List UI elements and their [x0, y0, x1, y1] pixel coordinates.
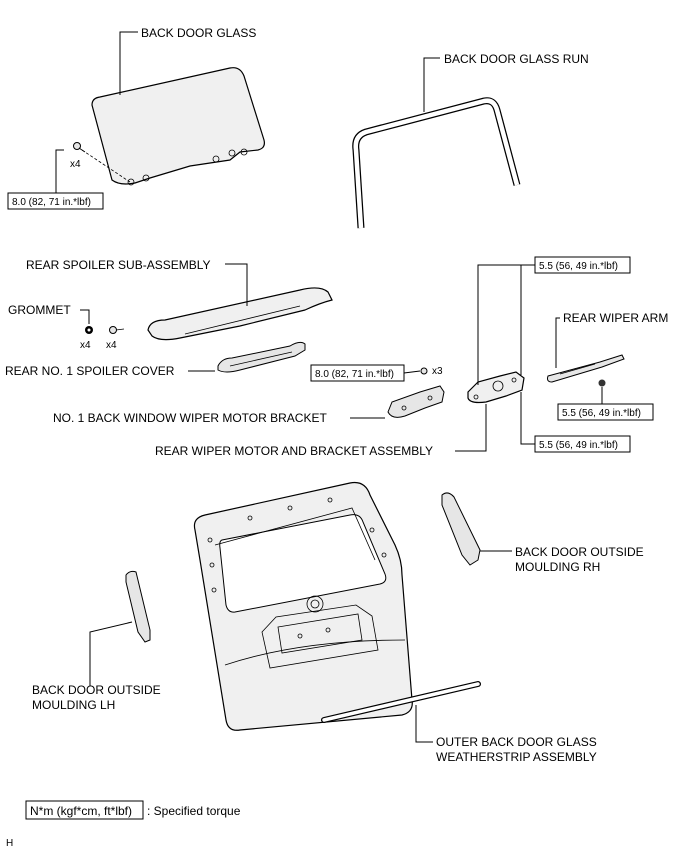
label-rear-wiper-arm: REAR WIPER ARM — [563, 311, 668, 325]
back-door-glass-part — [91, 67, 265, 186]
label-back-door-glass-run: BACK DOOR GLASS RUN — [444, 52, 589, 66]
label-back-door-outside-moulding-lh-2: MOULDING LH — [32, 698, 115, 712]
bracket-bolt-icon — [420, 367, 428, 375]
legend-description: : Specified torque — [147, 804, 241, 818]
rear-wiper-arm-part — [547, 354, 625, 383]
back-door-panel-part — [193, 481, 413, 731]
label-no1-back-window-wiper-motor-bracket: NO. 1 BACK WINDOW WIPER MOTOR BRACKET — [53, 411, 327, 425]
outer-weatherstrip-part — [321, 681, 481, 723]
grommet-icon — [85, 326, 93, 334]
back-door-glass-run-part — [352, 97, 521, 229]
legend-torque-unit: N*m (kgf*cm, ft*lbf) — [30, 804, 132, 818]
label-back-door-outside-moulding-rh-2: MOULDING RH — [515, 560, 600, 574]
wiper-motor-bracket-part — [387, 385, 445, 418]
torque-wiper-arm-nut: 5.5 (56, 49 in.*lbf) — [562, 408, 641, 419]
label-rear-spoiler: REAR SPOILER SUB-ASSEMBLY — [26, 258, 211, 272]
wiper-arm-nut-icon — [598, 379, 606, 387]
qty-bracket-bolts: x3 — [432, 366, 443, 377]
rear-spoiler-part — [147, 287, 333, 341]
label-rear-wiper-motor-bracket-assembly: REAR WIPER MOTOR AND BRACKET ASSEMBLY — [155, 444, 433, 458]
torque-glass-bolt: 8.0 (82, 71 in.*lbf) — [12, 197, 91, 208]
label-grommet: GROMMET — [8, 303, 71, 317]
label-rear-no1-spoiler-cover: REAR NO. 1 SPOILER COVER — [5, 364, 175, 378]
torque-wiper-motor-bottom: 5.5 (56, 49 in.*lbf) — [539, 440, 618, 451]
label-back-door-outside-moulding-rh-1: BACK DOOR OUTSIDE — [515, 545, 644, 559]
torque-bracket-bolt: 8.0 (82, 71 in.*lbf) — [315, 369, 394, 380]
back-door-outside-moulding-lh-part — [125, 570, 151, 643]
qty-grommets: x4 — [80, 340, 91, 351]
torque-wiper-motor-top: 5.5 (56, 49 in.*lbf) — [539, 261, 618, 272]
qty-spoiler-bolts: x4 — [106, 340, 117, 351]
footer-code: H — [6, 838, 13, 849]
label-back-door-outside-moulding-lh-1: BACK DOOR OUTSIDE — [32, 683, 161, 697]
qty-glass-bolts: x4 — [70, 159, 81, 170]
spoiler-cover-part — [217, 341, 306, 373]
spoiler-bolt-icon — [109, 326, 125, 334]
label-back-door-glass: BACK DOOR GLASS — [141, 26, 256, 40]
back-door-outside-moulding-rh-part — [441, 492, 481, 566]
label-outer-weatherstrip-1: OUTER BACK DOOR GLASS — [436, 735, 597, 749]
rear-wiper-motor-assembly-part — [467, 371, 525, 404]
label-outer-weatherstrip-2: WEATHERSTRIP ASSEMBLY — [436, 750, 597, 764]
